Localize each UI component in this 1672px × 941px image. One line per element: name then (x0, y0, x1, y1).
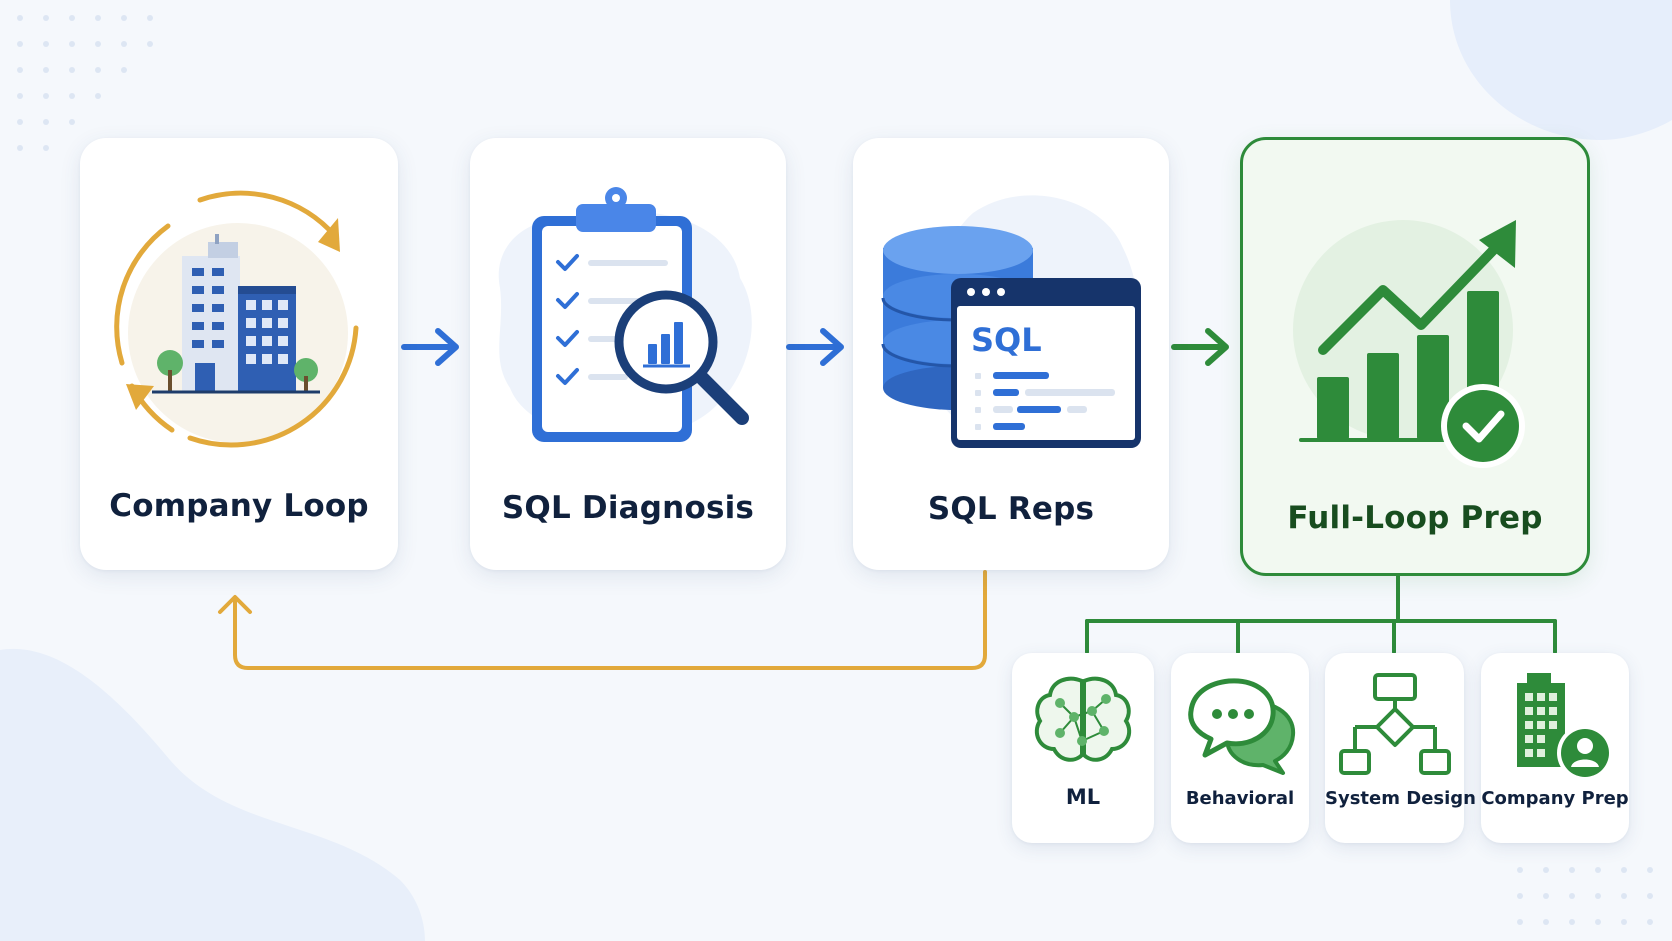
brain-icon (1034, 676, 1132, 762)
clipboard-magnifier-icon (498, 187, 752, 442)
branch-label-behavioral: Behavioral (1185, 788, 1295, 809)
branch-card-behavioral: Behavioral (1171, 653, 1309, 843)
step-card-full-loop-prep: Full-Loop Prep (1240, 137, 1590, 576)
branch-label-system-design: System Design (1325, 788, 1476, 809)
step-label-sql-diagnosis: SQL Diagnosis (501, 490, 755, 526)
branch-label-company-prep: Company Prep (1481, 788, 1629, 809)
arrow-sql-diagnosis-to-sql-reps (786, 328, 844, 366)
step-label-sql-reps: SQL Reps (927, 491, 1095, 527)
flowchart-icon (1339, 673, 1451, 775)
arrow-company-loop-to-sql-diagnosis (401, 328, 459, 366)
sql-window-text: SQL (971, 321, 1042, 359)
step-card-company-loop: Company Loop (80, 138, 398, 570)
chat-bubbles-icon (1188, 678, 1296, 775)
growth-chart-check-icon (1293, 220, 1525, 468)
database-sql-icon: SQL (881, 195, 1141, 448)
step-label-full-loop-prep: Full-Loop Prep (1287, 500, 1543, 536)
branch-card-ml: ML (1012, 653, 1154, 843)
branch-card-company-prep: Company Prep (1481, 653, 1629, 843)
branch-card-system-design: System Design (1325, 653, 1476, 843)
building-person-icon (1517, 673, 1613, 781)
step-card-sql-reps: SQL SQL Reps (853, 138, 1169, 570)
loop-back-arrow (218, 570, 987, 670)
branch-label-ml: ML (1065, 785, 1101, 809)
branch-connector (1085, 571, 1557, 654)
step-card-sql-diagnosis: SQL Diagnosis (470, 138, 786, 570)
step-label-company-loop: Company Loop (109, 488, 369, 524)
arrow-sql-reps-to-full-loop-prep (1171, 328, 1229, 366)
company-loop-icon (114, 190, 359, 448)
